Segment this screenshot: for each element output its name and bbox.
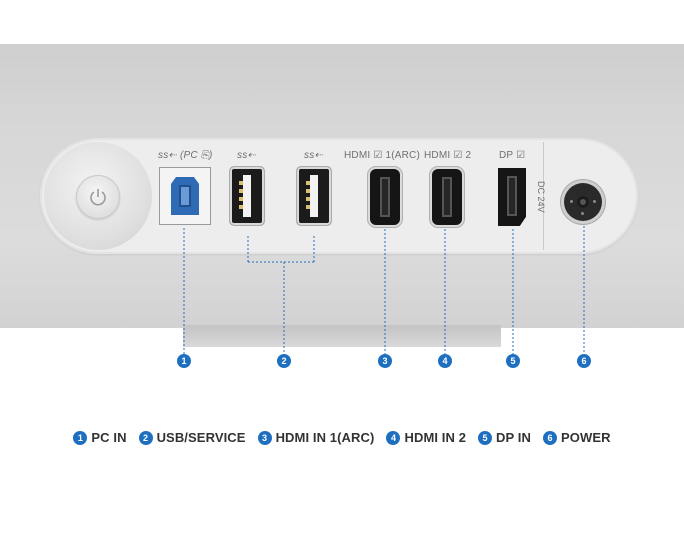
legend-number: 2 <box>138 430 153 445</box>
hdmi2-port-label: HDMI ☑ 2 <box>424 150 472 161</box>
hdmi-slot <box>380 177 390 217</box>
usb-a-tongue <box>310 175 318 217</box>
legend-label: HDMI IN 1(ARC) <box>275 430 375 445</box>
hdmi-port-1 <box>370 169 400 225</box>
usb-pin <box>306 197 310 201</box>
hdmi-port-2 <box>432 169 462 225</box>
dp-slot <box>507 176 517 216</box>
legend-label: PC IN <box>91 430 127 445</box>
pc-in-port-label: ss⇠ (PC ⎘) <box>158 150 213 161</box>
usb-pin <box>239 189 243 193</box>
legend-item-usb-service: 2 USB/SERVICE <box>138 430 246 445</box>
legend-item-pc-in: 1 PC IN <box>73 430 126 445</box>
dp-port-label: DP ☑ <box>499 150 526 161</box>
legend-label: HDMI IN 2 <box>404 430 467 445</box>
displayport-port <box>498 168 526 226</box>
usb-pin <box>239 197 243 201</box>
legend-label: DP IN <box>496 430 531 445</box>
power-icon <box>90 189 106 206</box>
monitor-stand <box>183 325 501 347</box>
usb-pin <box>239 205 243 209</box>
callout-6: 6 <box>577 354 591 368</box>
hdmi1-port-label: HDMI ☑ 1(ARC) <box>344 150 421 161</box>
usb-a-port-2 <box>297 167 331 225</box>
usb1-port-label: ss⇠ <box>237 150 256 161</box>
hdmi-slot <box>442 177 452 217</box>
usb2-port-label: ss⇠ <box>304 150 323 161</box>
dc-jack-core <box>577 196 589 208</box>
usb-pin <box>239 181 243 185</box>
dc-power-jack <box>564 183 602 221</box>
legend: 1 PC IN 2 USB/SERVICE 3 HDMI IN 1(ARC) 4… <box>0 430 684 445</box>
usb-pin <box>306 189 310 193</box>
legend-item-dp-in: 5 DP IN <box>478 430 531 445</box>
legend-number: 1 <box>73 430 88 445</box>
usb-a-tongue <box>243 175 251 217</box>
legend-label: USB/SERVICE <box>156 430 246 445</box>
callout-1: 1 <box>177 354 191 368</box>
legend-number: 3 <box>257 430 272 445</box>
legend-item-power: 6 POWER <box>542 430 611 445</box>
legend-number: 6 <box>542 430 557 445</box>
callout-4: 4 <box>438 354 452 368</box>
legend-number: 5 <box>478 430 493 445</box>
legend-item-hdmi-in-2: 4 HDMI IN 2 <box>386 430 466 445</box>
legend-label: POWER <box>560 430 611 445</box>
usb-pin <box>306 181 310 185</box>
dc-jack-pin <box>570 200 573 203</box>
callout-2: 2 <box>277 354 291 368</box>
dc-jack-pin <box>581 212 584 215</box>
callout-5: 5 <box>506 354 520 368</box>
power-button[interactable] <box>76 175 120 219</box>
callout-3: 3 <box>378 354 392 368</box>
panel-divider <box>543 142 544 250</box>
usb-pin <box>306 205 310 209</box>
dc-jack-pin <box>593 200 596 203</box>
legend-item-hdmi-in-1: 3 HDMI IN 1(ARC) <box>257 430 375 445</box>
usb-a-port-1 <box>230 167 264 225</box>
legend-number: 4 <box>386 430 401 445</box>
usb-b-port-inner <box>179 185 191 207</box>
